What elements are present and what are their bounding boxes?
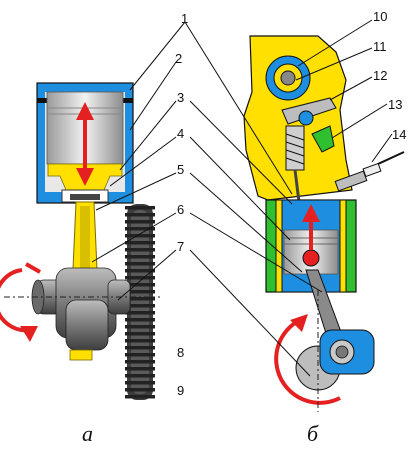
flywheel-tooth bbox=[125, 248, 155, 252]
flywheel-tooth bbox=[125, 241, 155, 245]
flywheel-tooth bbox=[125, 346, 155, 350]
flywheel-tooth bbox=[125, 339, 155, 343]
flywheel-tooth bbox=[125, 311, 155, 315]
callout-2: 2 bbox=[175, 51, 182, 66]
flywheel-tooth bbox=[125, 325, 155, 329]
flywheel-tooth bbox=[125, 227, 155, 231]
flywheel-tooth bbox=[125, 213, 155, 217]
crank-b bbox=[295, 329, 375, 391]
flywheel-tooth bbox=[125, 269, 155, 273]
flywheel-tooth bbox=[125, 297, 155, 301]
caption-a: а bbox=[82, 421, 93, 446]
flywheel-tooth bbox=[125, 360, 155, 364]
up-down-arrow-icon bbox=[76, 102, 94, 186]
flywheel-tooth bbox=[125, 374, 155, 378]
callout-14: 14 bbox=[392, 127, 406, 142]
flywheel-tooth bbox=[125, 395, 155, 399]
flywheel-tooth bbox=[125, 304, 155, 308]
flywheel-tooth bbox=[125, 234, 155, 238]
callout-11: 11 bbox=[373, 39, 387, 54]
spark-plug bbox=[334, 151, 405, 192]
rotation-arrow-icon bbox=[274, 314, 341, 405]
caption-b: б bbox=[307, 421, 319, 446]
crankshaft bbox=[31, 267, 131, 361]
callout-labels: 1 2 3 4 5 6 7 8 9 10 11 12 13 14 bbox=[175, 9, 406, 398]
callout-8: 8 bbox=[177, 345, 184, 360]
rocker-arm bbox=[281, 97, 337, 125]
rotation-arrow-icon bbox=[0, 262, 41, 342]
flywheel-tooth bbox=[125, 220, 155, 224]
callout-5: 5 bbox=[177, 162, 184, 177]
callout-4: 4 bbox=[177, 126, 184, 141]
flywheel-tooth bbox=[125, 206, 155, 210]
up-down-arrow-icon bbox=[302, 204, 320, 250]
flywheel-tooth bbox=[125, 318, 155, 322]
intake-port bbox=[311, 125, 335, 153]
flywheel-tooth bbox=[125, 332, 155, 336]
callout-6: 6 bbox=[177, 202, 184, 217]
flywheel-tooth bbox=[125, 262, 155, 266]
engine-a bbox=[0, 82, 160, 400]
flywheel-tooth bbox=[125, 367, 155, 371]
callout-7: 7 bbox=[177, 239, 184, 254]
flywheel-tooth bbox=[125, 283, 155, 287]
flywheel-tooth bbox=[125, 353, 155, 357]
engine-b bbox=[243, 35, 405, 412]
flywheel-tooth bbox=[125, 388, 155, 392]
callout-9: 9 bbox=[177, 383, 184, 398]
callout-12: 12 bbox=[373, 68, 387, 83]
callout-10: 10 bbox=[373, 9, 387, 24]
callout-13: 13 bbox=[388, 97, 402, 112]
leader-lines bbox=[91, 19, 393, 377]
flywheel bbox=[125, 204, 155, 400]
camshaft bbox=[265, 55, 311, 101]
flywheel-tooth bbox=[125, 255, 155, 259]
callout-1: 1 bbox=[181, 11, 188, 26]
flywheel-tooth bbox=[125, 381, 155, 385]
callout-3: 3 bbox=[177, 90, 184, 105]
flywheel-tooth bbox=[125, 290, 155, 294]
flywheel-tooth bbox=[125, 276, 155, 280]
